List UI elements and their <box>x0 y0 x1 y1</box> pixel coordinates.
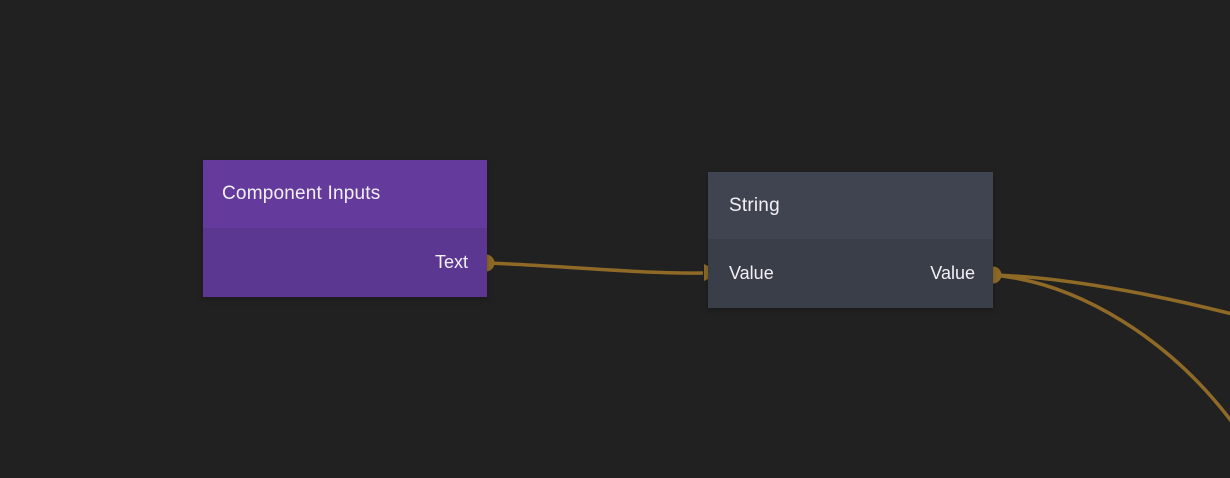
node-component-inputs-header[interactable]: Component Inputs <box>203 160 487 228</box>
wire-string-value-out-upper[interactable] <box>992 273 1230 316</box>
node-component-inputs[interactable]: Component Inputs Text <box>203 160 487 297</box>
input-port-label-value: Value <box>729 263 774 283</box>
output-port-label-text: Text <box>434 252 468 272</box>
node-string-body: Value Value <box>708 239 993 308</box>
node-component-inputs-body: Text <box>203 228 487 297</box>
node-string-header[interactable]: String <box>708 172 993 239</box>
output-port-label-value: Value <box>930 263 975 283</box>
wire-string-value-out-lower[interactable] <box>992 273 1230 423</box>
node-component-inputs-title: Component Inputs <box>222 183 381 204</box>
node-string[interactable]: String Value Value <box>708 172 993 308</box>
wire-component-inputs-to-string[interactable] <box>485 261 704 275</box>
node-string-title: String <box>729 194 780 216</box>
